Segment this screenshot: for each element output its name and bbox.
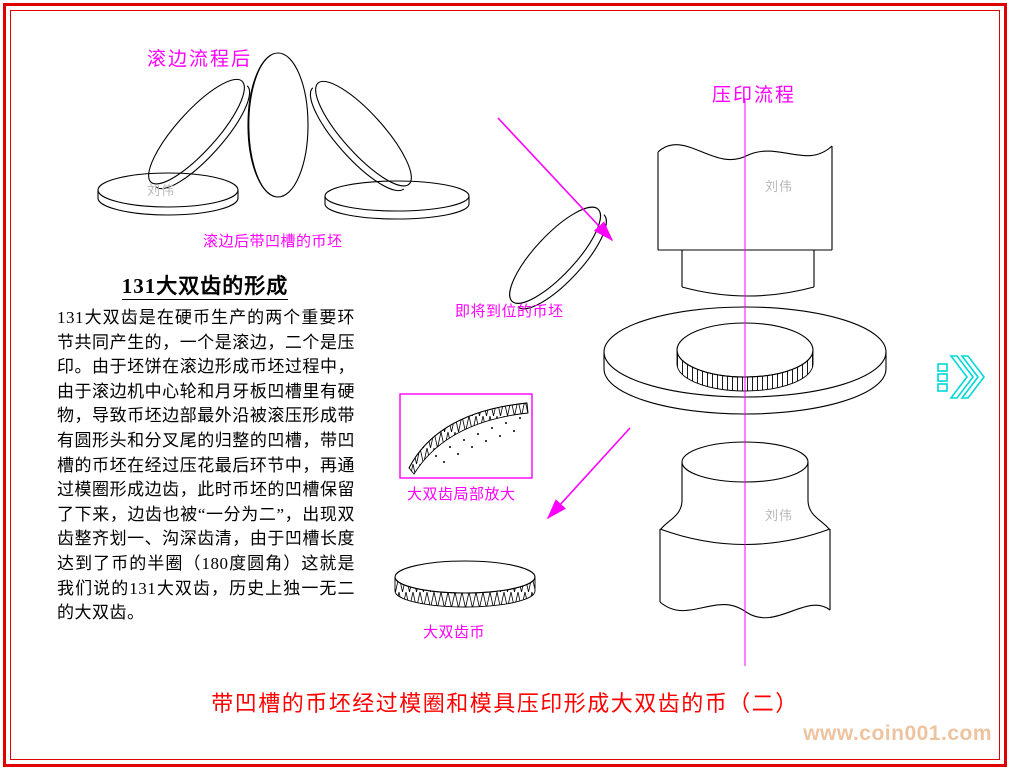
stipple-dots — [435, 417, 521, 463]
site-watermark: www.coin001.com — [803, 722, 992, 745]
label-detail-zoom: 大双齿局部放大 — [407, 487, 516, 503]
label-after-rolling: 滚边流程后 — [147, 49, 253, 70]
detail-zoom-box — [399, 393, 533, 479]
label-grooved-blank: 滚边后带凹槽的币坯 — [203, 234, 343, 250]
rolled-blanks-fan-drawing — [97, 52, 470, 220]
flow-arrow-down-right-icon — [497, 117, 614, 242]
next-arrow-icon — [937, 355, 986, 399]
article-title: 131大双齿的形成 — [57, 270, 353, 300]
double-tooth-coin-drawing — [394, 560, 536, 608]
label-double-tooth-coin: 大双齿币 — [423, 625, 486, 641]
author-watermark: 刘伟 — [147, 183, 176, 198]
author-watermark: 刘伟 — [765, 508, 794, 523]
label-stamping-process: 压印流程 — [712, 85, 797, 106]
article-body: 131大双齿是在硬币生产的两个重要环节共同产生的，一个是滚边，二个是压印。由于坯… — [57, 308, 355, 623]
author-watermark: 刘伟 — [765, 179, 794, 194]
flow-arrow-down-left-icon — [546, 427, 631, 520]
article-title-text: 131大双齿的形成 — [121, 274, 289, 300]
flow-annotations — [399, 98, 746, 666]
tooth-detail-drawing — [408, 402, 529, 475]
label-incoming-blank: 即将到位的币坯 — [455, 304, 564, 320]
figure-caption: 带凹槽的币坯经过模圈和模具压印形成大双齿的币（二） — [211, 691, 799, 716]
